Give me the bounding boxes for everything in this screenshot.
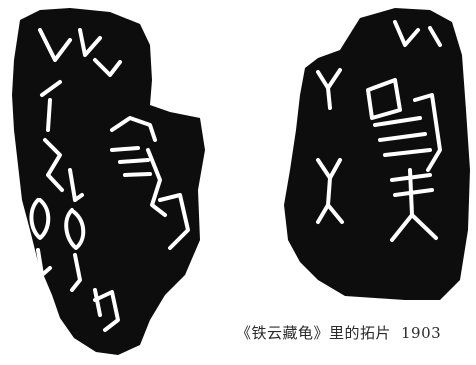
caption-text: 《铁云藏龟》里的拓片 (236, 324, 392, 342)
figure-caption: 《铁云藏龟》里的拓片 1903 (236, 322, 441, 343)
caption-year: 1903 (401, 324, 442, 342)
left-rubbing-fragment (12, 8, 205, 355)
right-rubbing-fragment (284, 8, 470, 300)
